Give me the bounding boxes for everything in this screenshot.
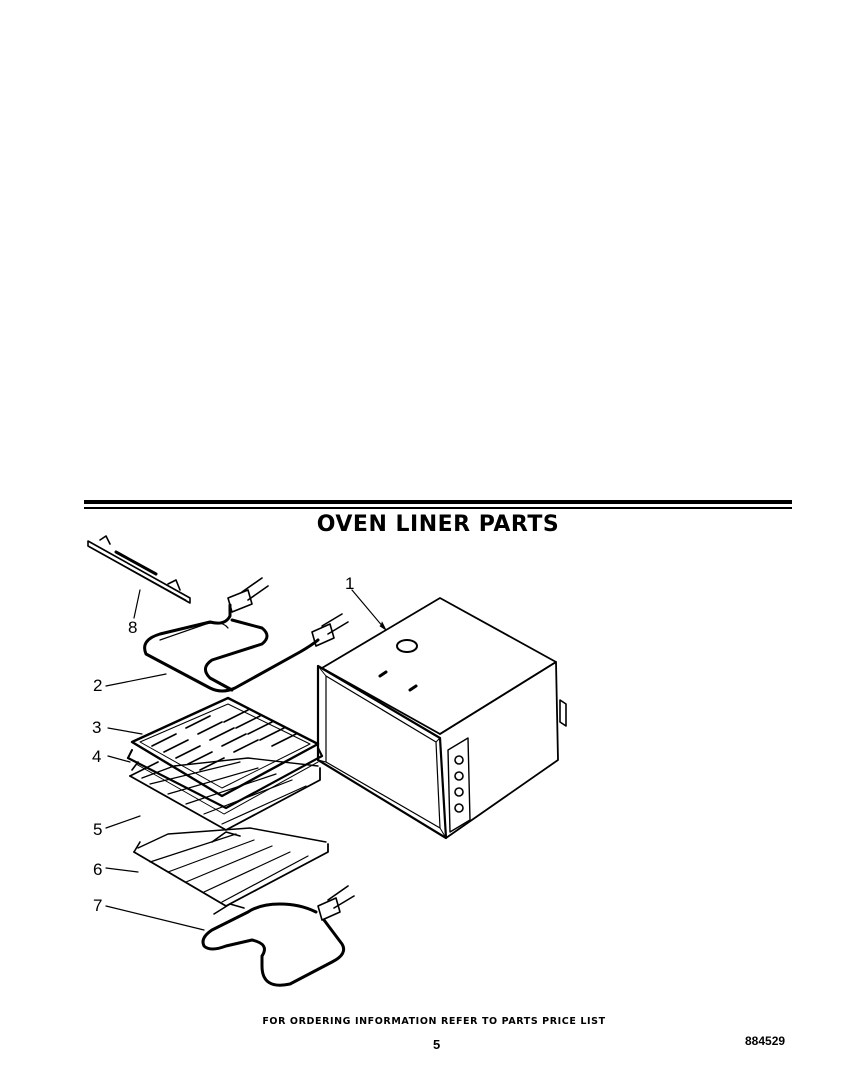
leader-6 [105,867,139,873]
leader-7 [105,905,205,931]
part-7-bake-element [201,885,355,987]
leader-5 [105,815,141,829]
part-2-broil-element [143,577,349,693]
page-number: 5 [433,1037,441,1052]
part-5-oven-rack [129,757,321,843]
callout-7: 7 [93,896,103,915]
part-8-bracket [87,535,191,604]
callout-8: 8 [128,618,138,637]
leader-4 [107,755,131,763]
document-number: 884529 [745,1034,786,1048]
callout-6: 6 [93,860,103,879]
part-6-oven-rack [133,827,329,915]
part-1-oven-liner [316,597,567,840]
header-rule-thick [84,500,792,504]
leader-8 [133,589,141,619]
callout-1: 1 [345,574,355,593]
callout-4: 4 [92,747,102,766]
callout-2: 2 [93,676,103,695]
leader-1 [351,589,385,629]
callout-5: 5 [93,820,103,839]
leader-lines [105,589,387,931]
page-title: OVEN LINER PARTS [316,512,560,537]
ordering-note: FOR ORDERING INFORMATION REFER TO PARTS … [262,1016,606,1027]
leader-2 [105,673,167,687]
header-rule-thin [84,507,792,509]
leader-3 [107,727,143,735]
callout-3: 3 [92,718,102,737]
